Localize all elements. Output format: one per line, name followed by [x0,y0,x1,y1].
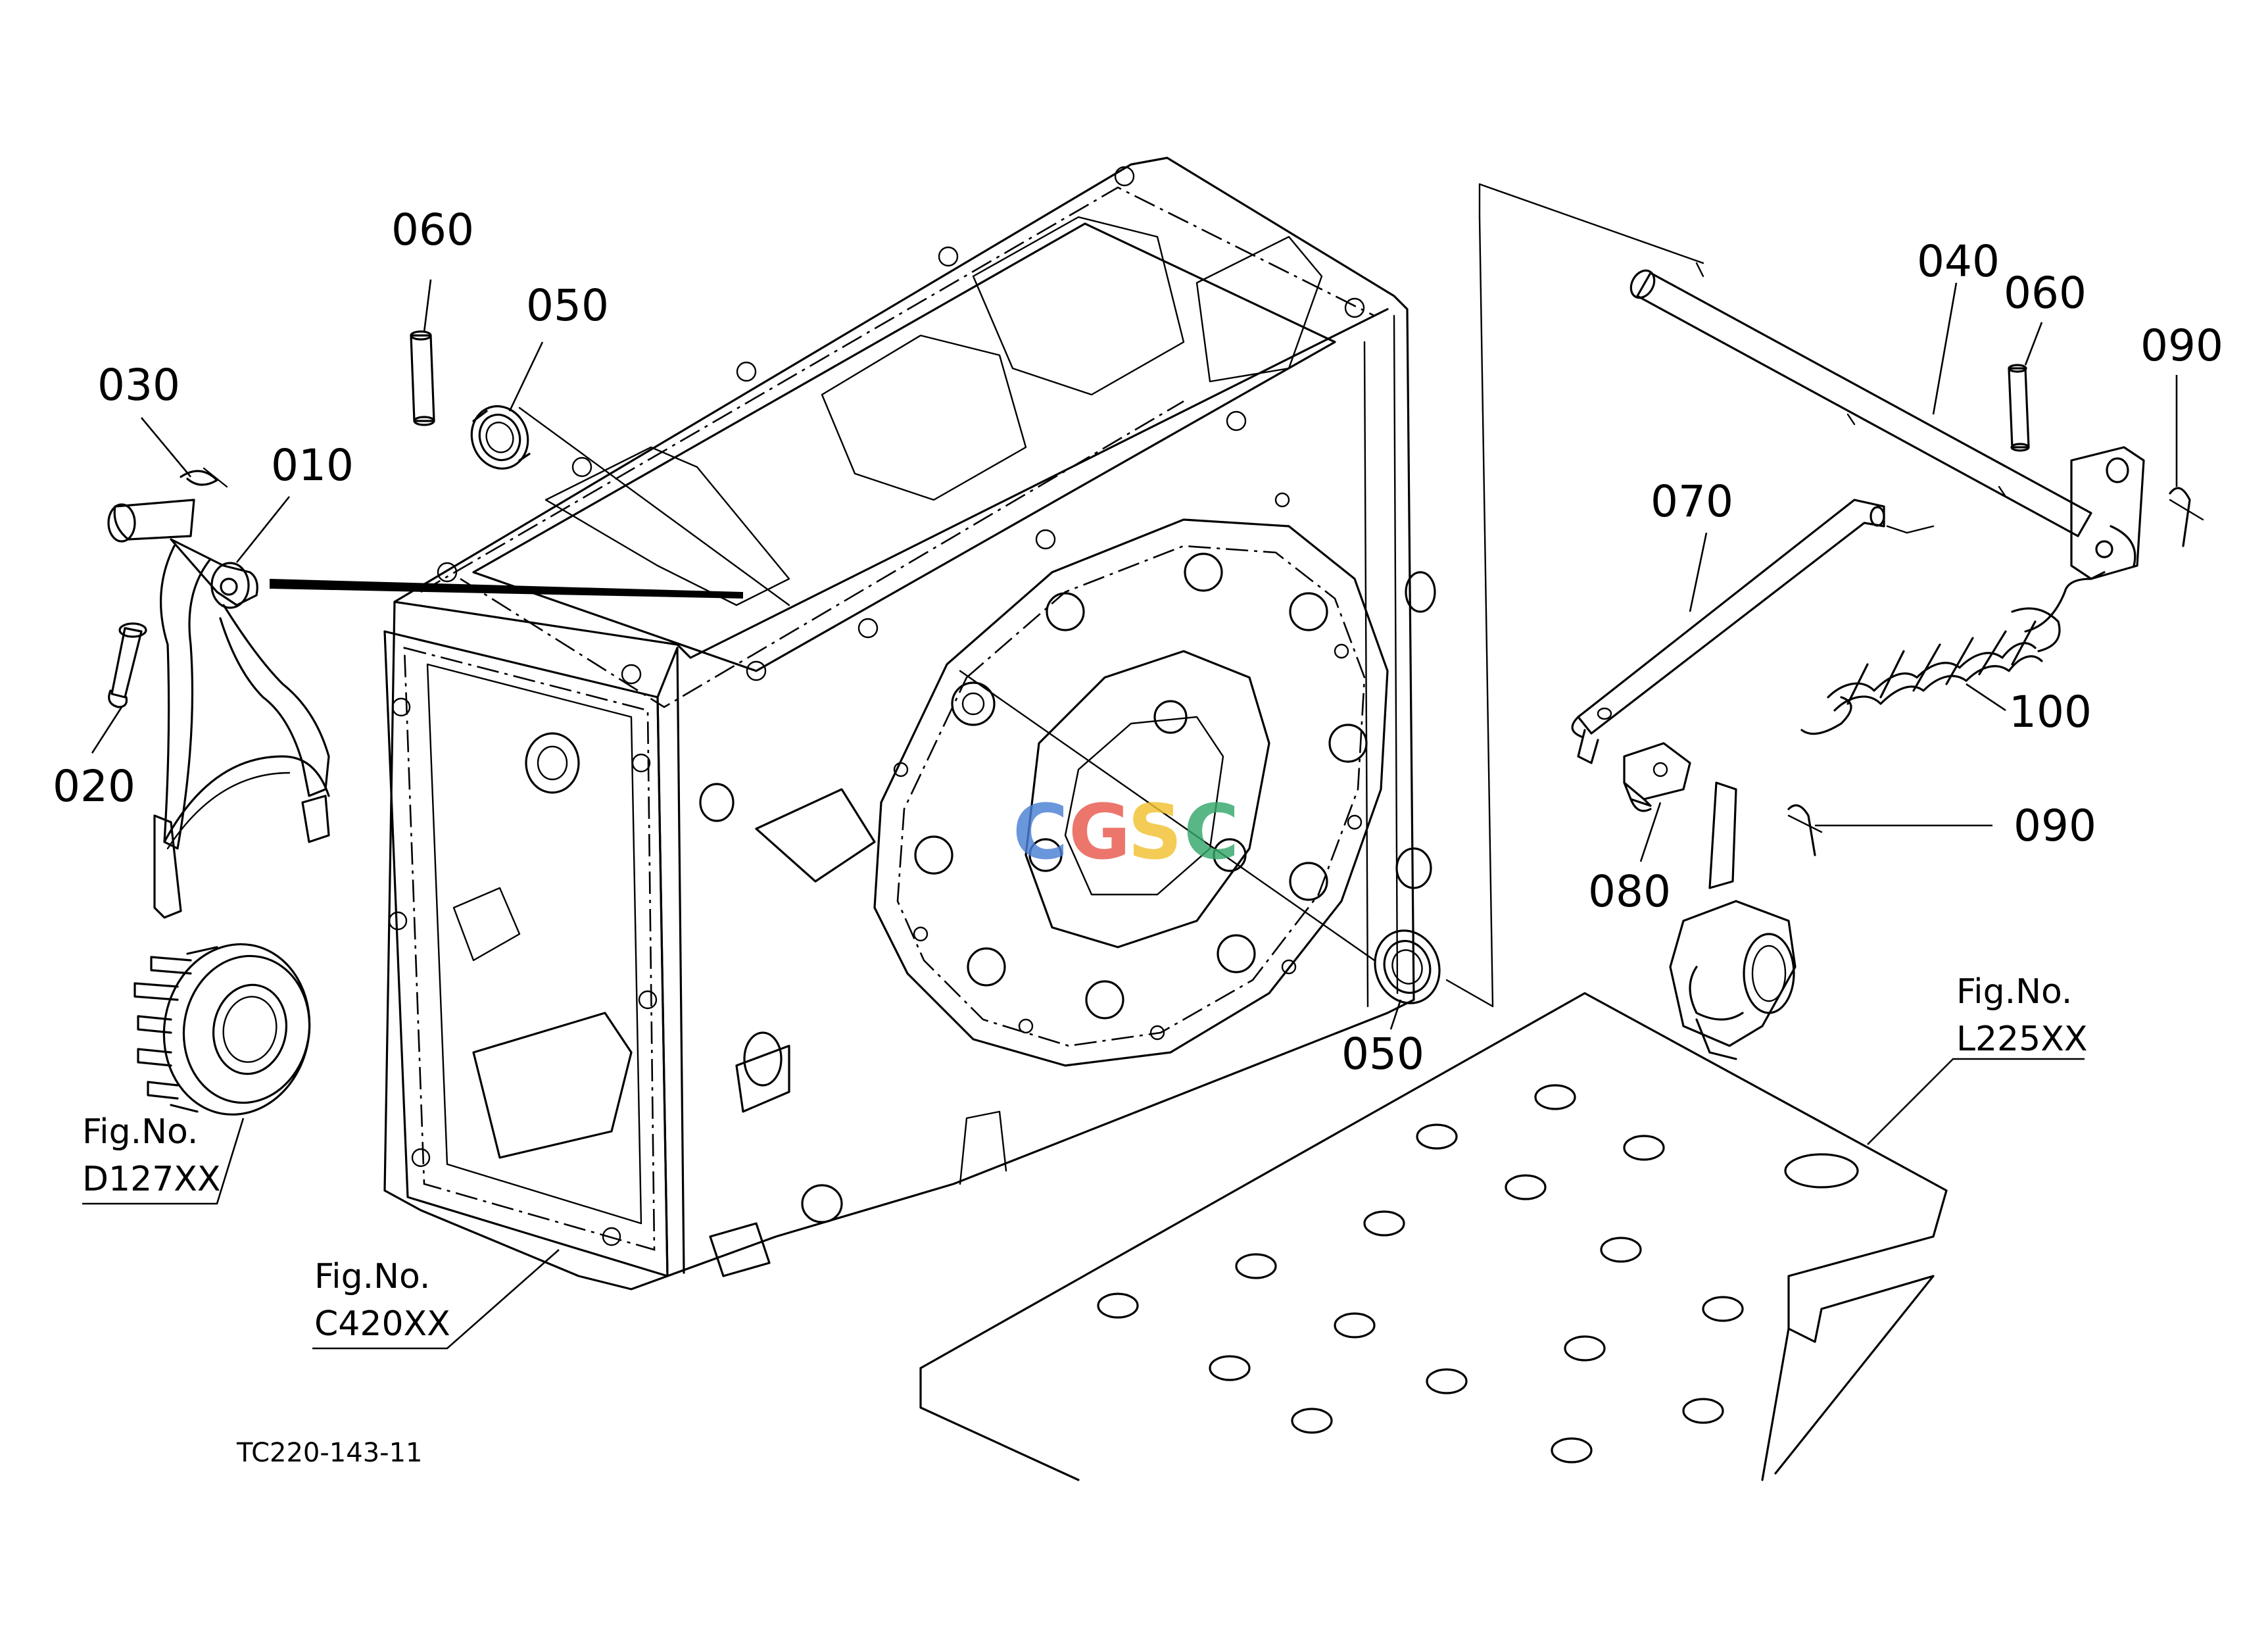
leader-lines [82,279,2178,1350]
part-020-pin [108,622,147,708]
callout-050-top: 050 [526,280,609,331]
part-060-pin-left [410,330,435,426]
part-050-bearing-bottom [1374,929,1441,1004]
callout-090-mid: 090 [2014,800,2096,851]
fig-c420-label: Fig.No. [314,1257,430,1296]
watermark-letter-2: G [1069,789,1130,877]
fig-c420-code: C420XX [314,1304,450,1344]
transmission-case [383,157,1436,1291]
callout-080: 080 [1588,866,1671,917]
coupling-assembly [133,943,311,1116]
fig-d127-label: Fig.No. [82,1112,198,1152]
part-060-pin-right [2008,364,2030,452]
fig-d127-code: D127XX [82,1160,221,1199]
watermark-letter-1: C [1013,789,1068,877]
callout-050-bottom: 050 [1341,1029,1424,1079]
figure-references: Fig.No. D127XX Fig.No. C420XX Fig.No. L2… [82,972,2087,1344]
drawing-number: TC220-143-11 [236,1438,422,1468]
callout-010: 010 [271,440,354,491]
watermark-letter-4: C [1184,789,1239,877]
part-100-spring [1800,571,2106,735]
callout-070: 070 [1651,476,1733,527]
part-010-shift-fork [107,499,330,919]
part-090-clip-top [2169,487,2204,547]
front-bolt-holes [388,697,658,1246]
coupling-studs [133,956,192,1100]
fig-l225-code: L225XX [1956,1020,2087,1059]
watermark-letter-3: S [1128,789,1182,877]
callout-040: 040 [1917,236,2000,287]
fig-l225-label: Fig.No. [1956,972,2072,1012]
part-030-clip [180,467,228,488]
top-bolt-holes [437,166,1365,685]
part-040-shaft [1629,262,2145,580]
lever-assembly [1669,781,1797,1060]
watermark-logo: C G S C [1013,789,1239,877]
assembly-axes [270,183,1704,1008]
floor-plate-grommets [1097,1084,1744,1463]
part-080-block [1623,742,1691,812]
flange-bolt-holes [914,553,1368,1020]
callout-030: 030 [97,360,180,410]
part-callouts: 060 050 030 010 020 040 060 090 070 100 … [53,205,2223,1079]
callout-060-right: 060 [2004,268,2087,318]
callout-090-top: 090 [2140,320,2223,371]
callout-100: 100 [2009,687,2092,737]
part-070-rod [1571,499,1935,764]
part-050-bearing-top [470,405,531,470]
callout-020: 020 [53,761,135,812]
callout-060-left: 060 [391,205,474,255]
part-090-clip-mid [1787,804,1823,856]
floor-plate [919,992,1948,1481]
